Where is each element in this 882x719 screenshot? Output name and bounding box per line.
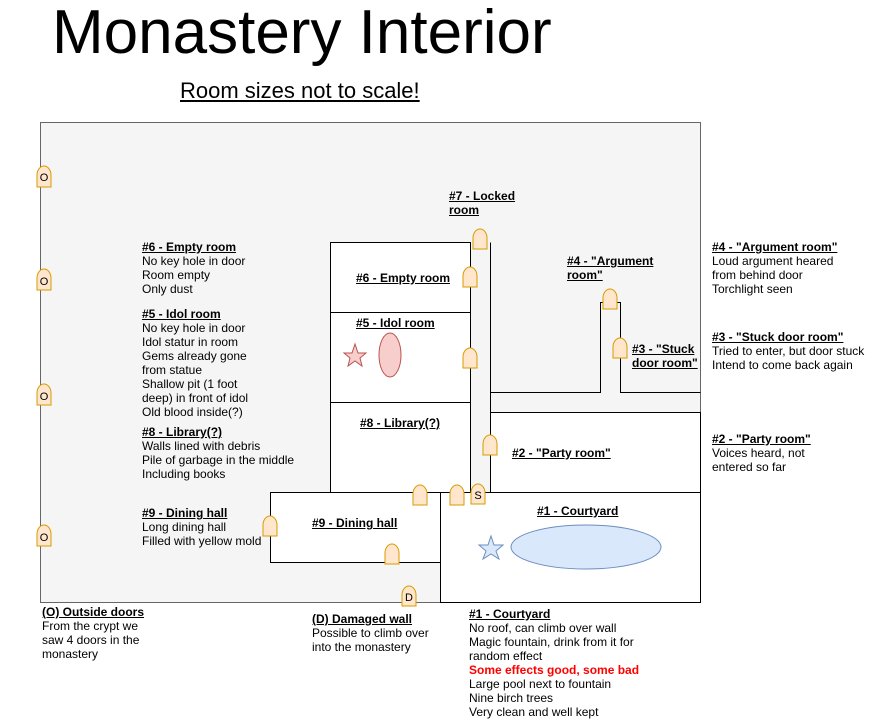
- note-line: into the monastery: [312, 640, 411, 654]
- note-line: Room empty: [142, 268, 211, 282]
- note-heading: #1 - Courtyard: [469, 607, 551, 621]
- note-line: Walls lined with debris: [142, 439, 261, 453]
- note-line: Very clean and well kept: [469, 705, 599, 719]
- damaged-wall-icon: [401, 585, 417, 607]
- note-heading: #5 - Idol room: [142, 307, 221, 321]
- note-room-6: #6 - Empty room No key hole in door Room…: [142, 240, 245, 296]
- note-heading: (D) Damaged wall: [312, 612, 413, 626]
- door-room3-icon: [612, 337, 628, 359]
- note-room-4: #4 - "Argument room" Loud argument heare…: [712, 240, 837, 296]
- note-room-8: #8 - Library(?) Walls lined with debris …: [142, 425, 294, 481]
- room-9-shape: [270, 492, 441, 563]
- note-outside-doors: (O) Outside doors From the crypt we saw …: [42, 605, 144, 661]
- note-line: entered so far: [712, 460, 787, 474]
- outside-door-3-label: O: [40, 391, 49, 403]
- note-line: Shallow pit (1 foot: [142, 377, 238, 391]
- note-line: No key hole in door: [142, 254, 246, 268]
- note-line: monastery: [42, 647, 99, 661]
- room-5-label: #5 - Idol room: [356, 316, 435, 330]
- note-line: Idol statur in room: [142, 335, 239, 349]
- note-line: Torchlight seen: [712, 282, 793, 296]
- note-line: from statue: [142, 363, 203, 377]
- room-6-label: #6 - Empty room: [356, 271, 451, 285]
- note-room-2: #2 - "Party room" Voices heard, not ente…: [712, 432, 811, 474]
- note-line: No key hole in door: [142, 321, 246, 335]
- outside-door-4-label: O: [40, 532, 49, 544]
- note-heading: #8 - Library(?): [142, 425, 223, 439]
- note-line: Only dust: [142, 282, 193, 296]
- door-room9-corridor-icon: [449, 484, 465, 506]
- note-line: Old blood inside(?): [142, 405, 243, 419]
- page-title: Monastery Interior: [52, 0, 552, 67]
- door-room9-west-icon: [262, 515, 278, 537]
- room-1-label: #1 - Courtyard: [537, 504, 619, 518]
- note-heading: #6 - Empty room: [142, 240, 237, 254]
- outside-door-2-icon: [36, 268, 52, 291]
- note-line: Large pool next to fountain: [469, 677, 612, 691]
- fountain-star-icon: [477, 534, 505, 561]
- outside-door-3-icon: [36, 383, 52, 406]
- note-line: Tried to enter, but door stuck: [712, 344, 865, 358]
- note-line: Pile of garbage in the middle: [142, 453, 295, 467]
- note-line: Filled with yellow mold: [142, 534, 262, 548]
- room-9-label: #9 - Dining hall: [312, 516, 398, 530]
- note-warning: Some effects good, some bad: [469, 663, 640, 677]
- door-room4-icon: [602, 288, 618, 310]
- page-subtitle: Room sizes not to scale!: [180, 78, 420, 103]
- note-line: saw 4 doors in the: [42, 633, 140, 647]
- idol-star-icon: [342, 342, 368, 368]
- note-line: From the crypt we: [42, 619, 139, 633]
- note-heading: (O) Outside doors: [42, 605, 144, 619]
- note-courtyard: #1 - Courtyard No roof, can climb over w…: [469, 607, 639, 719]
- room-2-label: #2 - "Party room": [512, 446, 611, 460]
- room-7-label: #7 - Locked room: [449, 189, 516, 217]
- secret-door-label: S: [474, 490, 481, 502]
- door-room8-icon: [412, 484, 428, 506]
- outside-door-1-label: O: [40, 172, 49, 184]
- note-room-3: #3 - "Stuck door room" Tried to enter, b…: [712, 330, 864, 372]
- note-heading: #3 - "Stuck door room": [712, 330, 844, 344]
- door-room9-south-icon: [384, 543, 400, 565]
- room-8-label: #8 - Library(?): [360, 416, 441, 430]
- note-line: Long dining hall: [142, 520, 227, 534]
- note-line: Intend to come back again: [712, 358, 853, 372]
- note-heading: #2 - "Party room": [712, 432, 811, 446]
- note-line: Voices heard, not: [712, 446, 805, 460]
- door-room5-icon: [462, 347, 478, 369]
- note-line: Nine birch trees: [469, 691, 554, 705]
- outside-door-2-label: O: [40, 276, 49, 288]
- room-8-shape: [330, 402, 471, 493]
- room-2-shape: [490, 412, 701, 493]
- door-room2-icon: [482, 434, 498, 456]
- idol-statue: [378, 332, 402, 378]
- note-room-9: #9 - Dining hall Long dining hall Filled…: [142, 506, 261, 548]
- note-line: No roof, can climb over wall: [469, 621, 617, 635]
- secret-door-icon: [470, 483, 486, 505]
- courtyard-pool: [510, 524, 662, 570]
- room-4-label: #4 - "Argument room": [567, 254, 654, 282]
- room-3-label: #3 - "Stuck door room": [632, 342, 698, 370]
- doors: [36, 165, 628, 607]
- note-line: Magic fountain, drink from it for: [469, 635, 634, 649]
- note-line: random effect: [469, 649, 543, 663]
- note-line: Possible to climb over: [312, 626, 429, 640]
- note-line: Including books: [142, 467, 226, 481]
- door-room7-icon: [472, 228, 488, 250]
- note-line: Loud argument heared: [712, 254, 834, 268]
- note-damaged-wall: (D) Damaged wall Possible to climb over …: [312, 612, 429, 654]
- outside-door-4-icon: [36, 524, 52, 547]
- damaged-wall-label: D: [405, 592, 413, 604]
- note-room-5: #5 - Idol room No key hole in door Idol …: [142, 307, 248, 419]
- note-heading: #4 - "Argument room": [712, 240, 838, 254]
- note-line: deep) in front of idol: [142, 391, 249, 405]
- outside-door-1-icon: [36, 165, 52, 188]
- note-line: Gems already gone: [142, 349, 247, 363]
- note-line: from behind door: [712, 268, 803, 282]
- door-room6-icon: [462, 266, 478, 288]
- note-heading: #9 - Dining hall: [142, 506, 228, 520]
